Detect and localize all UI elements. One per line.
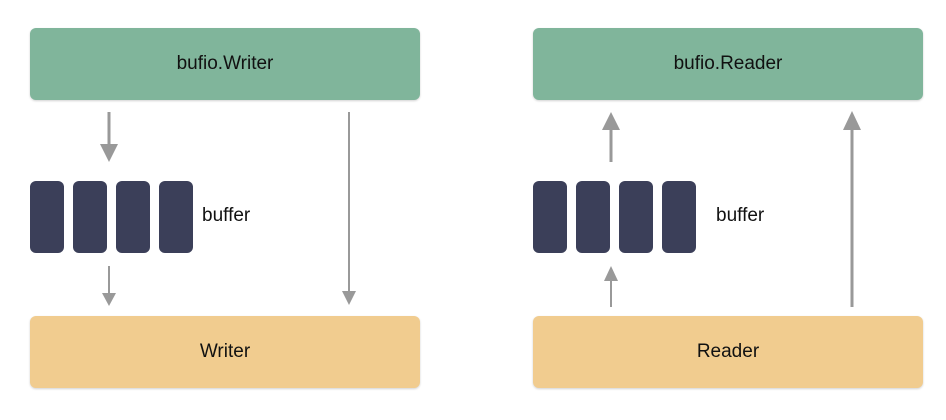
writer-label: Writer (199, 341, 251, 362)
reader-buffer-label: buffer (716, 205, 765, 226)
writer-buffer-cell (116, 181, 150, 253)
bufio-reader-label: bufio.Reader (673, 53, 783, 74)
writer-buffer-cell (73, 181, 107, 253)
arrow-writer-to-buffer (100, 112, 118, 162)
bufio-writer-label: bufio.Writer (176, 53, 274, 74)
writer-buffer-label: buffer (202, 205, 251, 226)
reader-buffer-cell (662, 181, 696, 253)
reader-buffer-cell (533, 181, 567, 253)
reader-label: Reader (696, 341, 760, 362)
arrow-reader-to-buffer (604, 266, 618, 307)
arrow-writer-direct (342, 112, 356, 305)
bufio-reader-box: bufio.Reader (533, 28, 923, 100)
arrow-reader-direct (843, 111, 861, 307)
reader-buffer-cell (619, 181, 653, 253)
reader-buffer-cell (576, 181, 610, 253)
writer-buffer-cell (30, 181, 64, 253)
writer-box: Writer (30, 316, 420, 388)
arrow-buffer-to-bufio-reader (602, 112, 620, 162)
arrow-buffer-to-writer (102, 266, 116, 306)
writer-buffer-cell (159, 181, 193, 253)
bufio-writer-box: bufio.Writer (30, 28, 420, 100)
reader-box: Reader (533, 316, 923, 388)
